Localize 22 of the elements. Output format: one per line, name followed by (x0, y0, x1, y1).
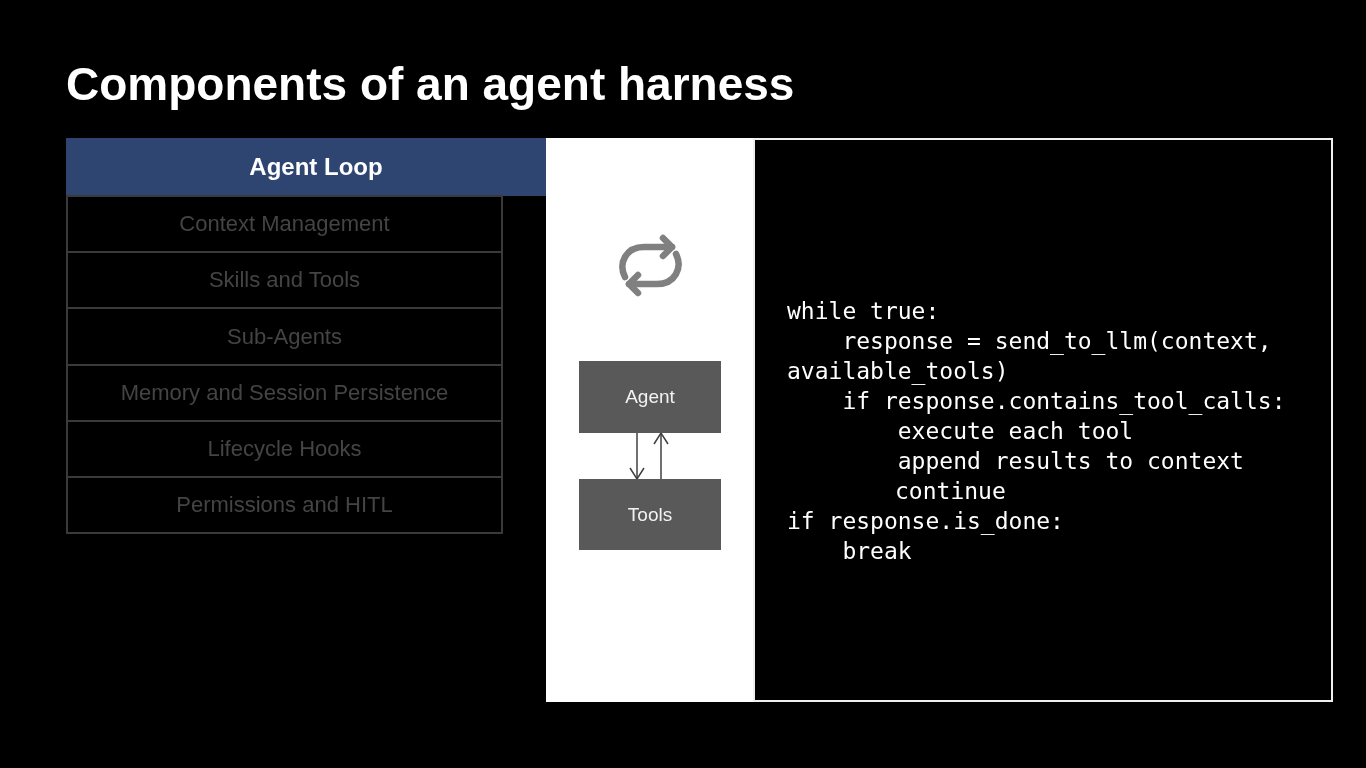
component-row: Skills and Tools (66, 251, 503, 309)
component-row: Context Management (66, 195, 503, 253)
selected-tab: Agent Loop (66, 138, 546, 196)
arrow (629, 432, 645, 480)
code-line: append results to context (897, 447, 1244, 476)
process-box: Agent (579, 361, 721, 433)
code-line: continue (895, 477, 1006, 506)
code-line: response = send_to_llm(context, available_tools) (787, 327, 1273, 386)
code-panel (753, 138, 1333, 702)
component-row: Lifecycle Hooks (66, 420, 503, 478)
diagram-panel (546, 138, 753, 702)
code-line: while true: (787, 297, 940, 326)
process-box: Tools (579, 479, 721, 550)
component-row: Memory and Session Persistence (66, 364, 503, 422)
code-line: if response.is_done: (787, 507, 1064, 536)
arrow (653, 432, 669, 480)
code-line: execute each tool (897, 417, 1134, 446)
component-row: Permissions and HITL (66, 476, 503, 534)
component-row: Sub-Agents (66, 307, 503, 366)
code-line: if response.contains_tool_calls: (842, 387, 1286, 416)
slide-title: Components of an agent harness (66, 58, 795, 111)
code-line: break (842, 537, 912, 566)
